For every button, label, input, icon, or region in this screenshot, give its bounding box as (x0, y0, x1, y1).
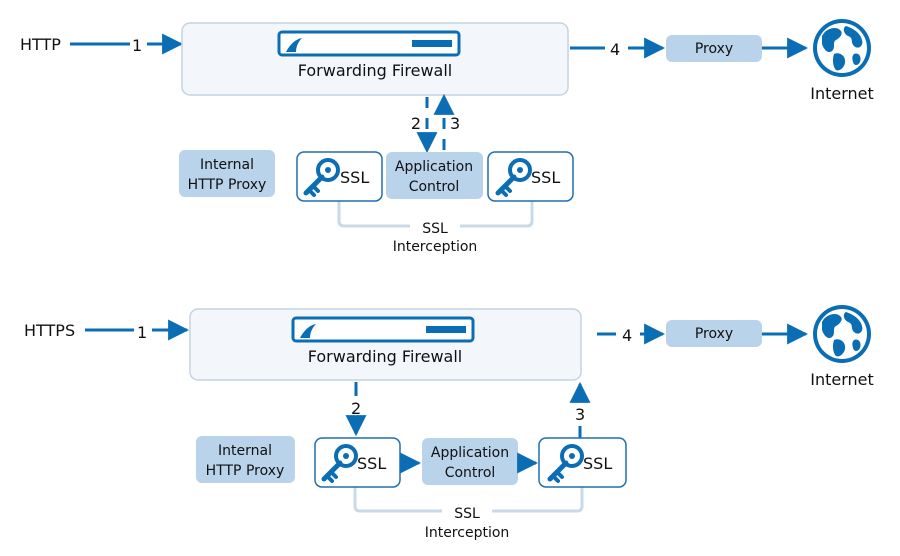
interception-label-mask (442, 503, 492, 521)
firewall-appliance-icon (277, 30, 461, 57)
proxy-box[interactable] (666, 35, 762, 62)
firewall-appliance-icon (291, 316, 475, 343)
internal-proxy-line2: HTTP Proxy (188, 177, 267, 193)
interception-line2: Interception (393, 239, 478, 255)
globe-icon (813, 19, 871, 77)
step3-label: 3 (450, 114, 460, 133)
application-control-box[interactable] (386, 152, 483, 199)
proxy-label: Proxy (695, 41, 733, 57)
app-control-line2: Control (409, 179, 460, 195)
step3-label: 3 (575, 405, 585, 424)
bottom-diagram: HTTPS 1 Forwarding Firewall 4 Proxy Inte… (24, 305, 874, 541)
interception-label-mask (410, 218, 460, 236)
step4-label: 4 (610, 40, 620, 59)
step1-label: 1 (132, 36, 142, 55)
http-source-label: HTTP (20, 35, 61, 54)
step2-label: 2 (351, 399, 361, 418)
top-diagram: HTTP 1 Forwarding Firewall 4 Proxy Inter… (20, 19, 874, 255)
interception-line2: Interception (425, 525, 510, 541)
app-control-line1: Application (395, 159, 473, 175)
step1-label: 1 (137, 323, 147, 342)
step4-label: 4 (622, 326, 632, 345)
https-source-label: HTTPS (24, 321, 75, 340)
interception-line1: SSL (454, 506, 480, 522)
proxy-label: Proxy (695, 326, 733, 342)
application-control-box[interactable] (422, 438, 518, 485)
ssl-right-label: SSL (531, 168, 560, 187)
firewall-label: Forwarding Firewall (308, 347, 463, 366)
internal-http-proxy-box[interactable] (179, 150, 275, 197)
ssl-right-label: SSL (583, 454, 612, 473)
globe-icon (813, 305, 871, 363)
step2-label: 2 (411, 114, 421, 133)
firewall-label: Forwarding Firewall (298, 61, 453, 80)
internet-label: Internet (810, 370, 874, 389)
internal-proxy-line1: Internal (200, 157, 254, 173)
app-control-line1: Application (431, 445, 509, 461)
internal-http-proxy-box[interactable] (196, 436, 295, 483)
app-control-line2: Control (445, 465, 496, 481)
proxy-box[interactable] (666, 320, 762, 347)
forwarding-firewall-box[interactable] (189, 308, 582, 381)
internal-proxy-line1: Internal (218, 443, 272, 459)
interception-line1: SSL (422, 221, 448, 237)
internal-proxy-line2: HTTP Proxy (206, 463, 285, 479)
ssl-left-label: SSL (357, 454, 386, 473)
ssl-left-label: SSL (340, 168, 369, 187)
internet-label: Internet (810, 84, 874, 103)
